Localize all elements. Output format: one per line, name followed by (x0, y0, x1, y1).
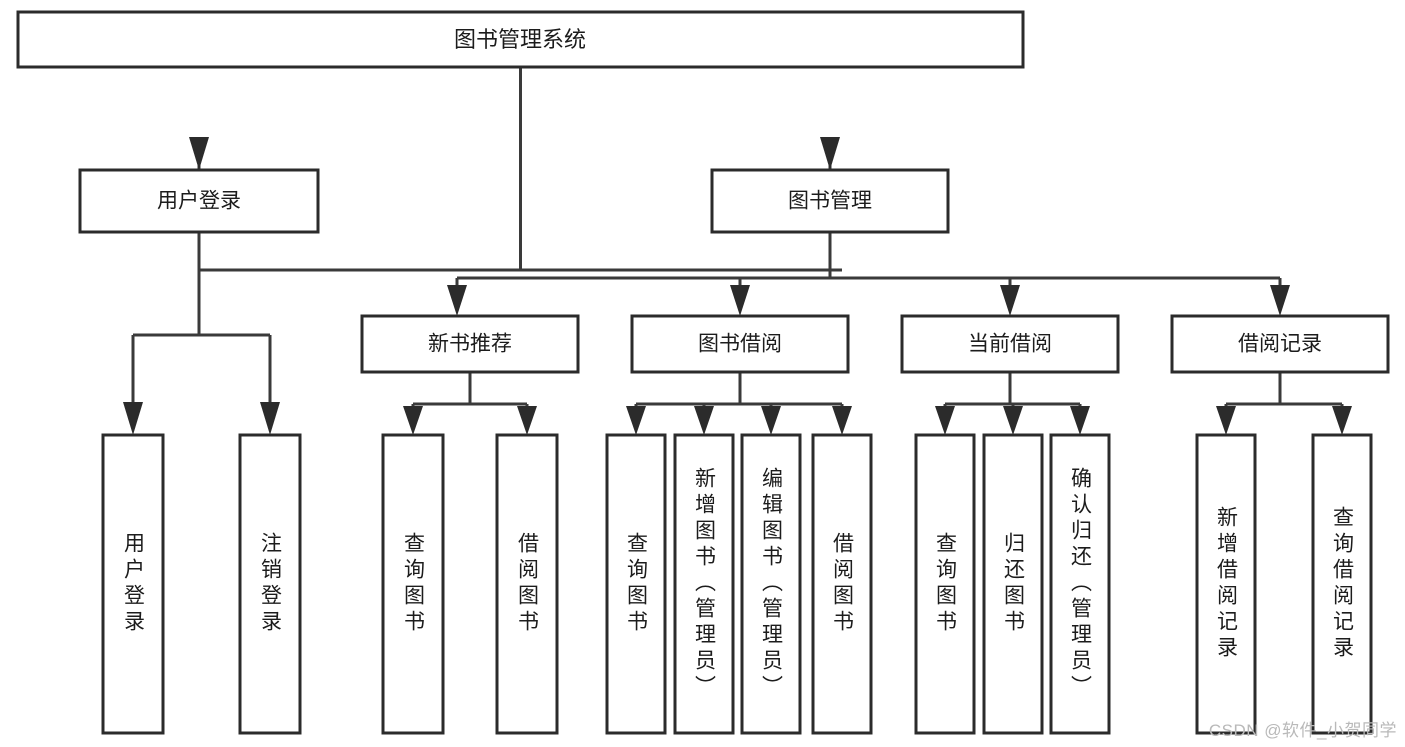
node-box-leaf-user-login-2[interactable] (238, 433, 302, 735)
node-box-leaf-current-borrow-1[interactable] (914, 433, 976, 735)
node-box-leaf-new-book-2[interactable] (495, 433, 559, 735)
node-box-borrow-record[interactable] (1170, 314, 1390, 374)
node-box-leaf-current-borrow-3[interactable] (1049, 433, 1111, 735)
arrowhead-current-1 (935, 406, 955, 435)
arrowhead-newbook (447, 285, 467, 316)
node-box-leaf-borrow-record-1[interactable] (1195, 433, 1257, 735)
node-label-book-management: 图书管理 (788, 190, 872, 213)
arrowhead-book-mgmt (820, 137, 840, 170)
arrowhead-borrow-1 (626, 406, 646, 435)
arrowhead-newbook-1 (403, 406, 423, 435)
nodes-layer: 图书管理系统 用户登录 图书管理 新书推荐 图书借阅 当前借阅 借阅记录 (16, 10, 1390, 735)
node-box-leaf-book-borrow-4[interactable] (811, 433, 873, 735)
node-box-root[interactable] (16, 10, 1025, 69)
node-box-leaf-current-borrow-2[interactable] (982, 433, 1044, 735)
arrowheads-layer (123, 137, 1352, 435)
node-box-user-login[interactable] (78, 168, 320, 234)
arrowhead-record-1 (1216, 406, 1236, 435)
node-box-leaf-user-login-1[interactable] (101, 433, 165, 735)
arrowhead-newbook-2 (517, 406, 537, 435)
arrowhead-record (1270, 285, 1290, 316)
arrowhead-current-3 (1070, 406, 1090, 435)
node-label-book-borrow: 图书借阅 (698, 333, 782, 356)
node-box-book-management[interactable] (710, 168, 950, 234)
node-box-book-borrow[interactable] (630, 314, 850, 374)
arrowhead-current-2 (1003, 406, 1023, 435)
arrowhead-borrow-4 (832, 406, 852, 435)
node-box-new-book-recommend[interactable] (360, 314, 580, 374)
node-label-borrow-record: 借阅记录 (1238, 333, 1322, 356)
arrowhead-borrow-2 (694, 406, 714, 435)
arrowhead-user-login (189, 137, 209, 170)
node-label-new-book-recommend: 新书推荐 (428, 333, 512, 356)
arrowhead-borrow (730, 285, 750, 316)
arrowhead-userlogin-1 (123, 402, 143, 435)
node-box-leaf-borrow-record-2[interactable] (1311, 433, 1373, 735)
arrowhead-current (1000, 285, 1020, 316)
arrowhead-userlogin-2 (260, 402, 280, 435)
node-box-leaf-book-borrow-1[interactable] (605, 433, 667, 735)
node-box-leaf-book-borrow-2[interactable] (673, 433, 735, 735)
node-label-user-login: 用户登录 (157, 190, 241, 213)
node-box-current-borrow[interactable] (900, 314, 1120, 374)
csdn-watermark: CSDN @软件_小贺同学 (1208, 721, 1397, 740)
node-label-current-borrow: 当前借阅 (968, 333, 1052, 356)
arrowhead-borrow-3 (761, 406, 781, 435)
node-box-leaf-new-book-1[interactable] (381, 433, 445, 735)
arrowhead-record-2 (1332, 406, 1352, 435)
node-box-leaf-book-borrow-3[interactable] (740, 433, 802, 735)
node-label-root: 图书管理系统 (454, 27, 586, 52)
